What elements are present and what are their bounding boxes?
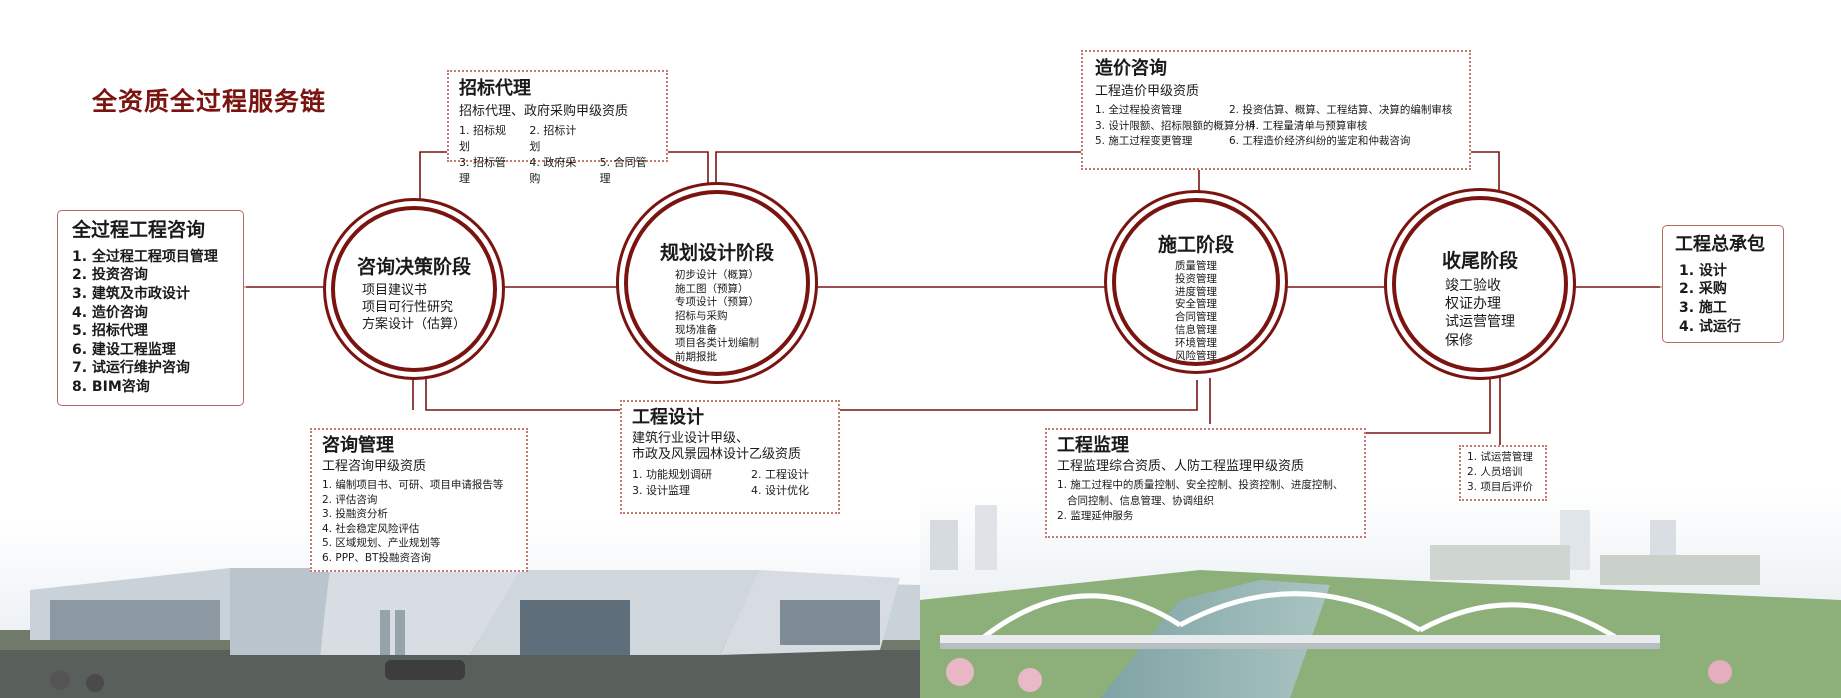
stage-planning-design: 规划设计阶段 初步设计（概算） 施工图（预算） 专项设计（预算） 招标与采购 现… xyxy=(624,190,810,376)
list-item: 4. 设计优化 xyxy=(751,484,809,498)
list-item: 招标与采购 xyxy=(675,309,728,322)
list-item: 竣工验收 xyxy=(1445,278,1501,294)
design-qualification-line-1: 建筑行业设计甲级、 xyxy=(632,430,750,446)
cost-consulting-box: 造价咨询 工程造价甲级资质 1. 全过程投资管理 2. 投资估算、概算、工程结算… xyxy=(1081,50,1471,170)
list-item: 3. 设计限额、招标限额的概算分析 xyxy=(1095,119,1256,132)
list-item: 6. PPP、BT投融资咨询 xyxy=(322,551,431,564)
list-item: 3. 项目后评价 xyxy=(1467,481,1533,494)
engineering-design-box: 工程设计 建筑行业设计甲级、 市政及风景园林设计乙级资质 1. 功能规划调研 2… xyxy=(620,400,840,514)
list-item: 合同管理 xyxy=(1175,311,1217,324)
list-item: 5. 施工过程变更管理 xyxy=(1095,134,1193,147)
stage-title: 咨询决策阶段 xyxy=(356,256,471,278)
list-item: 1. 招标规划 xyxy=(459,124,506,154)
list-item: 方案设计（估算） xyxy=(361,316,466,332)
list-item: 初步设计（概算） xyxy=(675,269,759,281)
list-item: 4. 试运行 xyxy=(1679,319,1741,336)
list-item: 5. 区域规划、产业规划等 xyxy=(322,537,441,550)
list-item: 4. 政府采购 xyxy=(529,156,577,186)
list-item: 6. 工程造价经济纠纷的鉴定和仲裁咨询 xyxy=(1229,134,1411,147)
stage-title: 收尾阶段 xyxy=(1441,250,1518,272)
list-item: 2. 投资咨询 xyxy=(72,267,148,284)
list-item: 4. 社会稳定风险评估 xyxy=(322,522,420,535)
stage-title: 规划设计阶段 xyxy=(659,242,774,264)
list-item: 风险管理 xyxy=(1175,349,1217,362)
engineering-design-title: 工程设计 xyxy=(632,407,704,428)
list-item: 1. 试运营管理 xyxy=(1467,451,1533,463)
list-item: 项目可行性研究 xyxy=(361,299,453,315)
list-item: 5. 合同管理 xyxy=(599,156,647,186)
cost-qualification: 工程造价甲级资质 xyxy=(1095,83,1200,99)
bidding-qualification: 招标代理、政府采购甲级资质 xyxy=(459,103,629,119)
list-item: 权证办理 xyxy=(1445,296,1501,313)
list-item: 施工图（预算） xyxy=(675,282,749,295)
list-item: 2. 监理延伸服务 xyxy=(1057,509,1134,522)
bidding-agency-box: 招标代理 招标代理、政府采购甲级资质 1. 招标规划 2. 招标计划 3. 招标… xyxy=(447,70,668,185)
list-item: 1. 全过程工程项目管理 xyxy=(72,248,218,265)
general-contracting-title: 工程总承包 xyxy=(1675,234,1765,255)
list-item: 5. 招标代理 xyxy=(72,323,148,340)
list-item: 2. 招标计划 xyxy=(529,124,577,154)
list-item: 保修 xyxy=(1445,332,1473,349)
consulting-qualification: 工程咨询甲级资质 xyxy=(322,458,427,474)
list-item: 环境管理 xyxy=(1175,336,1217,349)
list-item: 2. 采购 xyxy=(1679,281,1727,298)
consulting-management-title: 咨询管理 xyxy=(322,435,394,456)
list-item: 1. 功能规划调研 xyxy=(632,468,712,482)
list-item: 信息管理 xyxy=(1175,323,1217,336)
cost-consulting-title: 造价咨询 xyxy=(1095,58,1167,79)
list-item: 4. 工程量清单与预算审核 xyxy=(1249,119,1368,132)
list-item: 3. 建筑及市政设计 xyxy=(72,286,190,303)
trial-operation-box: 1. 试运营管理 2. 人员培训 3. 项目后评价 xyxy=(1459,445,1547,501)
list-item: 3. 招标管理 xyxy=(459,156,506,186)
list-item: 3. 投融资分析 xyxy=(322,508,388,521)
list-item: 2. 评估咨询 xyxy=(322,493,378,506)
consulting-management-box: 咨询管理 工程咨询甲级资质 1. 编制项目书、可研、项目申请报告等 2. 评估咨… xyxy=(310,428,528,572)
list-item: 2. 人员培训 xyxy=(1467,466,1523,479)
supervision-qualification: 工程监理综合资质、人防工程监理甲级资质 xyxy=(1057,458,1305,474)
stage-title: 施工阶段 xyxy=(1157,234,1234,256)
list-item: 6. 建设工程监理 xyxy=(72,341,176,358)
list-item: 现场准备 xyxy=(675,323,717,336)
factory-building-illustration xyxy=(0,520,920,698)
list-item: 质量管理 xyxy=(1175,260,1217,272)
list-item: 进度管理 xyxy=(1175,285,1217,298)
design-qualification-line-2: 市政及风景园林设计乙级资质 xyxy=(632,447,802,463)
list-item: 安全管理 xyxy=(1175,298,1217,311)
list-item: 投资管理 xyxy=(1175,272,1217,285)
list-item-continuation: 合同控制、信息管理、协调组织 xyxy=(1067,494,1214,507)
list-item: 3. 设计监理 xyxy=(632,484,690,498)
engineering-supervision-box: 工程监理 工程监理综合资质、人防工程监理甲级资质 1. 施工过程中的质量控制、安… xyxy=(1045,428,1366,538)
full-process-consulting-title: 全过程工程咨询 xyxy=(72,219,206,241)
full-process-consulting-box: 全过程工程咨询 1. 全过程工程项目管理 2. 投资咨询 3. 建筑及市政设计 … xyxy=(57,210,244,406)
list-item: 前期报批 xyxy=(675,350,717,363)
list-item: 专项设计（预算） xyxy=(675,296,759,309)
list-item: 项目各类计划编制 xyxy=(675,337,759,350)
list-item: 1. 设计 xyxy=(1679,262,1727,279)
stage-closeout: 收尾阶段 竣工验收 权证办理 试运营管理 保修 xyxy=(1392,196,1568,372)
bidding-agency-title: 招标代理 xyxy=(459,78,531,99)
list-item: 8. BIM咨询 xyxy=(72,379,150,396)
list-item: 7. 试运行维护咨询 xyxy=(72,360,190,377)
list-item: 4. 造价咨询 xyxy=(72,304,148,321)
list-item: 1. 全过程投资管理 xyxy=(1095,104,1182,117)
engineering-supervision-title: 工程监理 xyxy=(1057,435,1129,456)
list-item: 项目建议书 xyxy=(361,283,427,298)
list-item: 2. 工程设计 xyxy=(751,468,809,482)
list-item: 3. 施工 xyxy=(1679,300,1727,317)
general-contracting-box: 工程总承包 1. 设计 2. 采购 3. 施工 4. 试运行 xyxy=(1662,225,1784,343)
list-item: 1. 编制项目书、可研、项目申请报告等 xyxy=(322,479,504,492)
stage-decision-consulting: 咨询决策阶段 项目建议书 项目可行性研究 方案设计（估算） xyxy=(331,206,497,372)
page-title: 全资质全过程服务链 xyxy=(92,87,327,116)
stage-construction: 施工阶段 质量管理 投资管理 进度管理 安全管理 合同管理 信息管理 环境管理 … xyxy=(1112,198,1280,366)
list-item: 试运营管理 xyxy=(1445,314,1515,331)
list-item: 2. 投资估算、概算、工程结算、决算的编制审核 xyxy=(1229,104,1453,117)
list-item: 1. 施工过程中的质量控制、安全控制、投资控制、进度控制、 xyxy=(1057,479,1344,492)
